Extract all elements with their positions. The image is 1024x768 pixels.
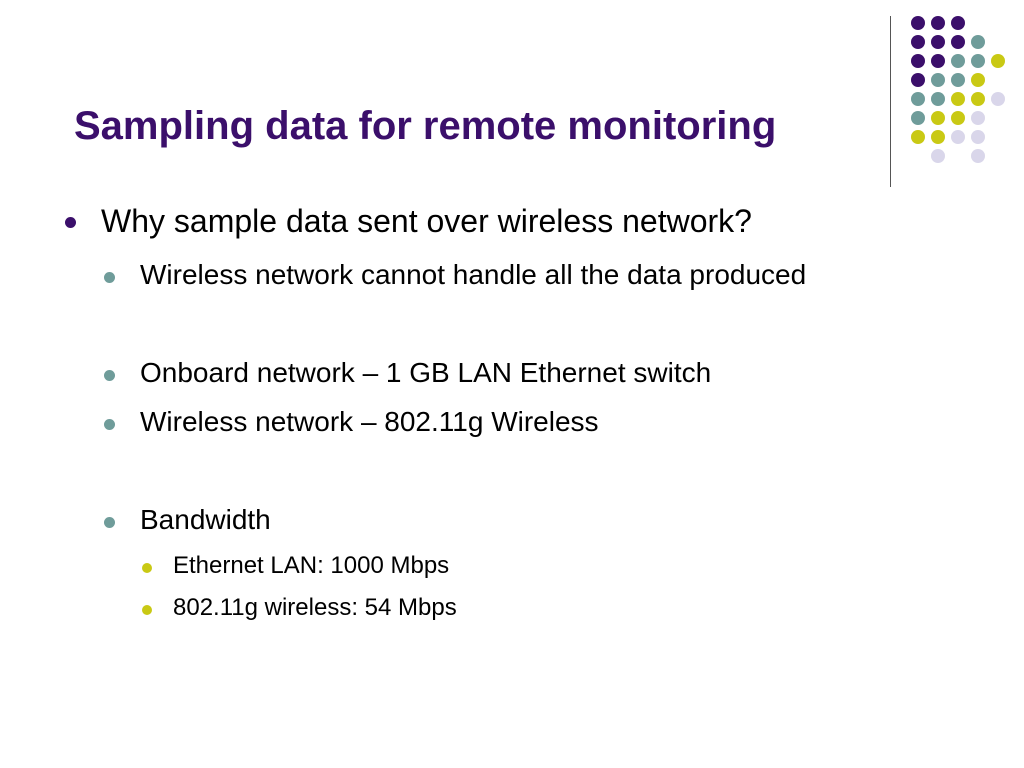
bullet-dot-icon <box>104 419 115 430</box>
bullet-item: Ethernet LAN: 1000 Mbps <box>142 552 450 580</box>
decorative-dot <box>971 111 985 125</box>
decorative-dot <box>971 149 985 163</box>
decorative-dot <box>971 130 985 144</box>
bullet-item: 802.11g wireless: 54 Mbps <box>142 594 457 622</box>
decorative-dot-pattern <box>0 0 1024 200</box>
decorative-dot <box>951 130 965 144</box>
bullet-text: Why sample data sent over wireless netwo… <box>101 203 752 239</box>
decorative-dot <box>951 92 965 106</box>
decorative-dot <box>911 54 925 68</box>
decorative-dot <box>951 54 965 68</box>
title-divider-line <box>890 16 891 187</box>
bullet-item: Onboard network – 1 GB LAN Ethernet swit… <box>104 357 712 389</box>
decorative-dot <box>911 16 925 30</box>
bullet-text: Ethernet LAN: 1000 Mbps <box>173 552 450 579</box>
decorative-dot <box>951 35 965 49</box>
bullet-text: Wireless network cannot handle all the d… <box>140 259 807 290</box>
decorative-dot <box>931 111 945 125</box>
bullet-item: Wireless network cannot handle all the d… <box>104 259 807 291</box>
decorative-dot <box>931 92 945 106</box>
decorative-dot <box>951 16 965 30</box>
bullet-dot-icon <box>104 517 115 528</box>
decorative-dot <box>911 111 925 125</box>
slide-title: Sampling data for remote monitoring <box>74 104 777 148</box>
bullet-item: Why sample data sent over wireless netwo… <box>65 203 752 240</box>
decorative-dot <box>911 130 925 144</box>
bullet-dot-icon <box>142 605 152 615</box>
decorative-dot <box>931 35 945 49</box>
bullet-item: Bandwidth <box>104 504 271 536</box>
decorative-dot <box>911 92 925 106</box>
decorative-dot <box>971 35 985 49</box>
bullet-text: Bandwidth <box>140 504 271 535</box>
decorative-dot <box>931 16 945 30</box>
bullet-text: Wireless network – 802.11g Wireless <box>140 406 599 437</box>
decorative-dot <box>971 54 985 68</box>
decorative-dot <box>911 73 925 87</box>
bullet-dot-icon <box>142 563 152 573</box>
bullet-text: 802.11g wireless: 54 Mbps <box>173 594 457 621</box>
decorative-dot <box>911 35 925 49</box>
decorative-dot <box>931 73 945 87</box>
decorative-dot <box>951 73 965 87</box>
decorative-dot <box>991 54 1005 68</box>
decorative-dot <box>971 73 985 87</box>
decorative-dot <box>951 111 965 125</box>
decorative-dot <box>931 130 945 144</box>
bullet-item: Wireless network – 802.11g Wireless <box>104 406 599 438</box>
bullet-dot-icon <box>104 272 115 283</box>
decorative-dot <box>931 149 945 163</box>
bullet-dot-icon <box>65 217 76 228</box>
decorative-dot <box>971 92 985 106</box>
decorative-dot <box>991 92 1005 106</box>
bullet-text: Onboard network – 1 GB LAN Ethernet swit… <box>140 357 712 388</box>
decorative-dot <box>931 54 945 68</box>
bullet-dot-icon <box>104 370 115 381</box>
